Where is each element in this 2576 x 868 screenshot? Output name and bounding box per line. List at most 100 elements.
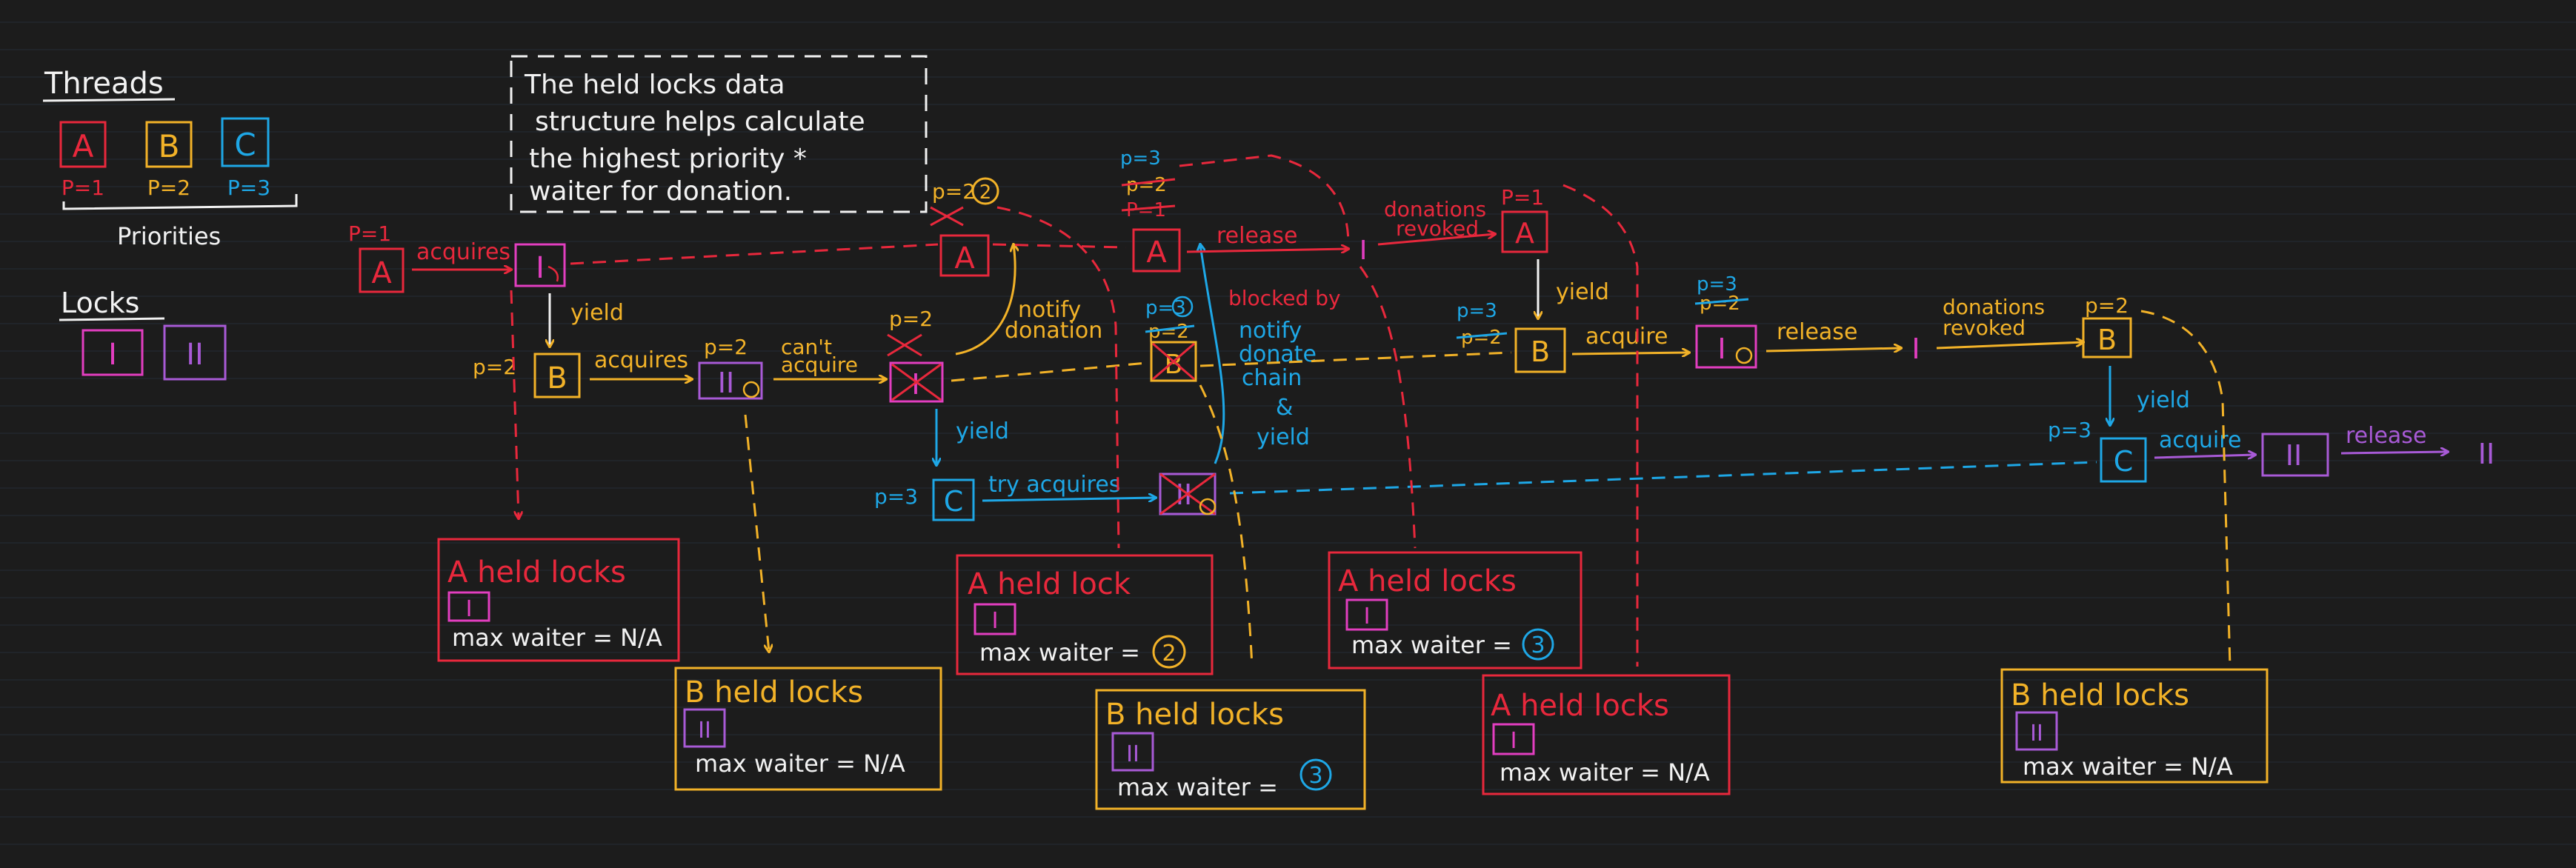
a2-priority-circled-value: 2 [979,181,992,204]
step3-strike-2 [887,333,922,357]
a3-old-priority-2-strike [1121,178,1176,187]
legend-thread-c-letter: C [234,127,256,163]
c-final-priority: p=3 [2048,418,2091,442]
c-final-released-lock-2: II [2478,438,2495,470]
step4-blocked-by-label: blocked by [1228,286,1341,310]
legend-thread-b-letter: B [159,128,180,164]
a2-priority-label: p=2 [932,179,976,204]
legend-thread-a-box [59,121,107,168]
legend-thread-b-box [145,121,193,168]
box3-waiter-circle [1152,635,1186,669]
box3-border [956,554,1214,675]
step-b-cant-acquire-lock-1: can't acquire p=2 I notify donation yiel… [773,244,1102,465]
a-revoked-arrow [1377,234,1495,246]
step1-lock-1-box [514,243,566,287]
box3-waiter-value: 2 [1162,641,1176,667]
a-revoked-label-2: revoked [1396,216,1479,241]
dash-b-to-b3 [951,361,1148,382]
a2-strike-2 [930,206,964,227]
step4-thread-c-letter: C [944,485,964,518]
held-locks-box-2: B held locks II max waiter = N/A [674,667,942,791]
legend-thread-c-priority: P=3 [227,176,270,200]
thread-c-acquires-lock-2: p=3 C acquire II release II [2048,418,2495,483]
box4-lock-label: II [1126,741,1139,767]
step1-thread-a-letter: A [371,256,392,290]
held-locks-box-7: B held locks II max waiter = N/A [2000,668,2269,784]
c-final-lock-2-label: II [2286,439,2302,472]
box5-title: A held locks [1338,564,1517,598]
legend-lock-1-label: I [108,338,117,372]
c-final-lock-2-box [2261,433,2329,477]
box3-lock-box [974,603,1016,635]
a-revoked-yield-label: yield [1556,279,1609,305]
b-revoked-thread-box [2082,317,2132,358]
a-revoked-thread-box [1501,210,1548,253]
step2-lock-2-label: II [718,367,734,399]
note: The held locks data structure helps calc… [510,55,928,213]
step3-donation-label: donation [1005,318,1102,344]
held-locks-box-1: A held locks I max waiter = N/A [437,538,680,662]
legend-thread-c-box [221,117,270,167]
box6-lock-label: I [1511,728,1517,754]
box1-lock-label: I [466,596,473,622]
box3-title: A held lock [968,567,1131,601]
step-b-acquires-lock-2: p=2 B acquires p=2 II [473,335,763,400]
a3-thread-letter: A [1146,236,1167,270]
box2-max-waiter: max waiter = N/A [695,750,905,778]
box5-border [1328,551,1582,670]
note-border [510,55,928,213]
step4-chain-label-4: & [1276,395,1293,421]
a3-old-priority-2: p=2 [1126,174,1167,196]
held-locks-box-4: B held locks II max waiter = 3 [1095,689,1366,810]
b-revoked-arrow [1936,342,2083,350]
dash-b-revoked-to-box [2140,310,2231,667]
box4-waiter-circle [1299,758,1332,791]
legend: Threads A P=1 B P=2 C P=3 Priorities Loc… [42,67,298,381]
step2-lock-owner-mark [742,381,760,398]
b3-old-priority-strike [1145,324,1195,333]
box2-lock-box [683,708,726,748]
a-revoked-thread-letter: A [1515,217,1534,250]
a3-thread-box [1132,228,1181,273]
a-revoked-priority: P=1 [1501,185,1544,210]
b-revoked-thread-letter: B [2097,324,2117,356]
b4-lock-1-label: I [1717,333,1725,365]
c-final-acquire-label: acquire [2159,427,2241,453]
c-final-release-arrow [2340,452,2448,453]
c-final-release-label: release [2346,423,2426,449]
held-locks-box-3: A held lock I max waiter = 2 [956,554,1214,675]
step3-lock-1-label: I [911,368,919,401]
locks-underline [59,317,165,321]
step4-chain-label-5: yield [1257,424,1310,450]
box7-lock-label: II [2030,721,2043,747]
b4-thread-box [1514,327,1566,373]
dash-a-priority-link [1179,154,1350,245]
box5-lock-label: I [1364,604,1371,630]
box5-waiter-circle [1522,628,1554,661]
box7-border [2000,668,2269,784]
dash-b3-to-box [1199,384,1254,667]
a3-release-label: release [1217,223,1297,249]
step3-notify-label: notify [1018,297,1081,323]
a2-thread-letter: A [954,241,975,276]
dash-a2-to-box [996,206,1120,549]
dash-lock2-to-b-box [744,414,769,652]
box4-max-waiter: max waiter = [1117,773,1278,801]
note-line-3: the highest priority * [529,144,807,174]
dashed-connectors [510,154,2231,667]
a3-released-lock-1: I [1359,236,1368,266]
step4-lock-2-box [1159,473,1217,515]
b3-priority-circle [1171,296,1194,318]
step3-lock-1-box [889,361,944,403]
a2-thread-box [939,234,990,277]
thread-a-donated-3: p=3 p=2 P=1 A release I [1120,147,1368,273]
threads-underline [42,98,176,102]
step1-lock-1-label: I [536,251,545,285]
a2-priority-circle [971,177,999,205]
b-revoked-label-2: revoked [1943,316,2026,340]
dash-lock1-to-a-box [510,290,519,518]
step4-try-acquires-arrow [982,498,1156,501]
c-final-thread-letter: C [2114,445,2134,478]
note-line-2: structure helps calculate [535,107,865,137]
